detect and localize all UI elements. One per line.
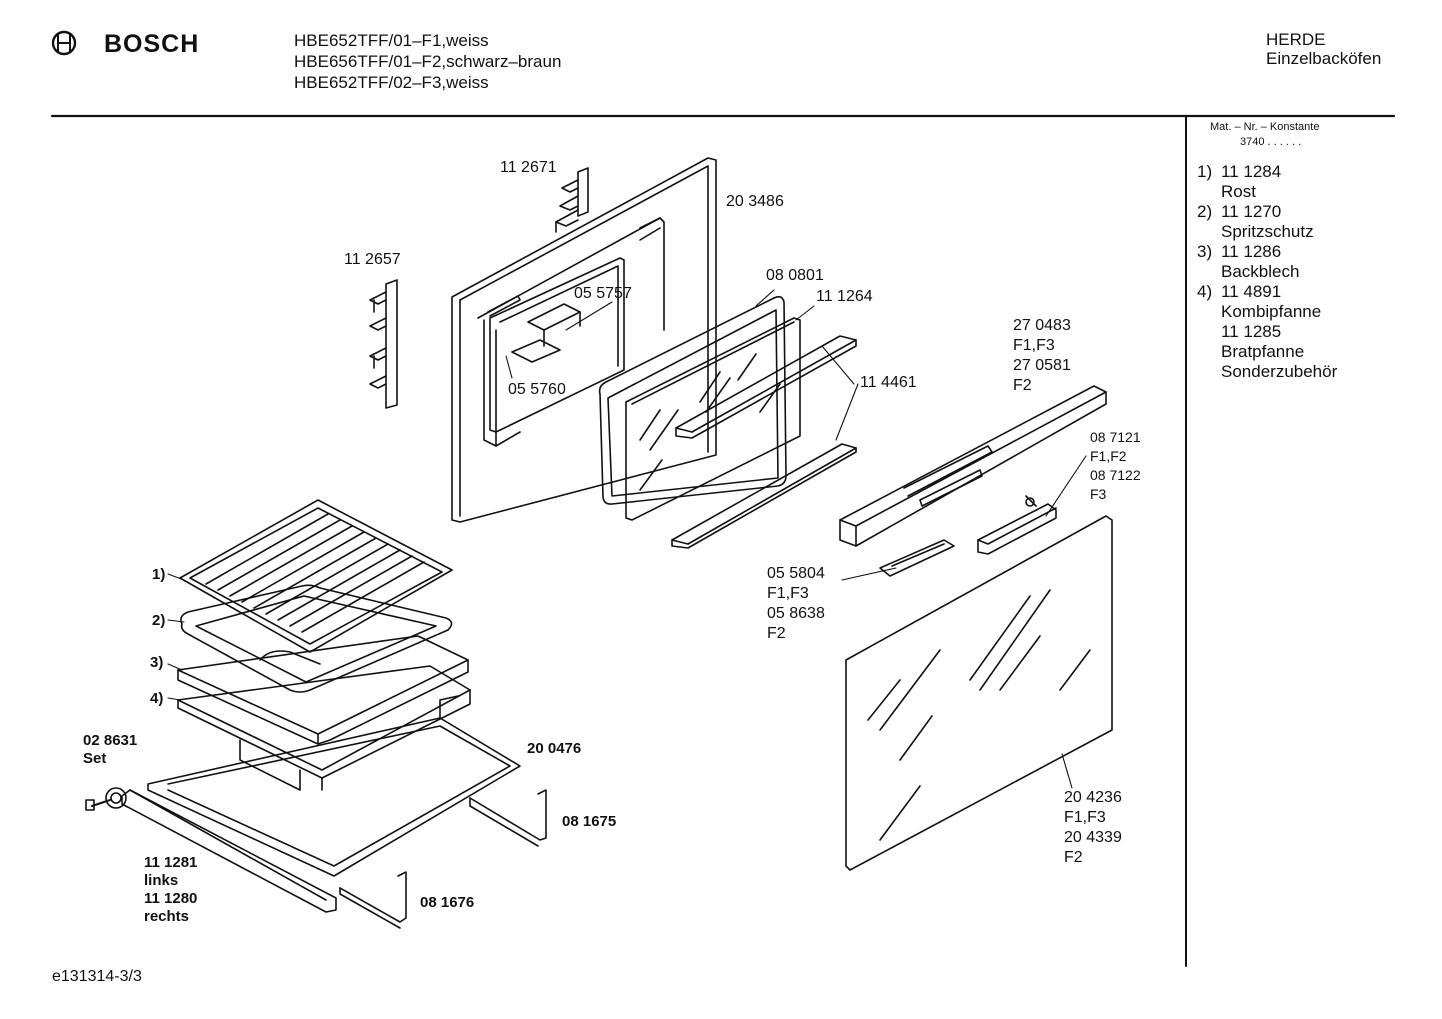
callout-2: 2) bbox=[152, 612, 166, 629]
drawing-code: e131314-3/3 bbox=[52, 968, 142, 985]
glass-pane bbox=[625, 317, 801, 521]
parts-legend: 1)11 1284 Rost 2)11 1270 Spritzschutz 3)… bbox=[1197, 162, 1337, 382]
side-rail-long bbox=[121, 789, 337, 913]
label-270483: 27 0483 F1,F3 27 0581 F2 bbox=[1013, 317, 1071, 394]
legend-item-name: Backblech bbox=[1221, 262, 1300, 281]
support-bracket-lower bbox=[339, 871, 407, 929]
label-112657: 11 2657 bbox=[344, 251, 401, 268]
label-080801: 08 0801 bbox=[766, 267, 824, 284]
konstante-value: 3740 . . . . . . bbox=[1240, 136, 1302, 148]
legend-extra: Sonderzubehör bbox=[1221, 362, 1338, 381]
glass-trim-top bbox=[675, 335, 857, 439]
legend-item-name: Kombipfanne bbox=[1221, 302, 1322, 321]
bottom-frame bbox=[147, 695, 521, 877]
side-rail-left bbox=[369, 279, 398, 409]
handle-holder bbox=[977, 495, 1057, 555]
category-title: HERDE bbox=[1266, 30, 1326, 49]
legend-item: 4)11 4891 bbox=[1197, 282, 1282, 301]
model-line: HBE656TFF/01–F2,schwarz–braun bbox=[294, 52, 562, 71]
oven-rack bbox=[179, 499, 453, 653]
category-block: HERDE Einzelbacköfen bbox=[1266, 30, 1381, 68]
label-203486: 20 3486 bbox=[726, 193, 784, 210]
label-055804: 05 5804 F1,F3 05 8638 F2 bbox=[767, 565, 825, 642]
label-081676: 08 1676 bbox=[420, 894, 475, 911]
knob-set-icon bbox=[85, 787, 127, 811]
label-200476: 20 0476 bbox=[527, 740, 582, 757]
label-111281: 11 1281 links 11 1280 rechts bbox=[144, 854, 198, 925]
label-028631: 02 8631 Set bbox=[83, 732, 138, 767]
label-081675: 08 1675 bbox=[562, 813, 617, 830]
legend-extra: Bratpfanne bbox=[1221, 342, 1305, 361]
glass-trim-bottom bbox=[671, 443, 857, 549]
label-204236: 20 4236 F1,F3 20 4339 F2 bbox=[1064, 789, 1122, 866]
leader-lines bbox=[167, 289, 1087, 789]
support-bracket-upper bbox=[469, 789, 547, 847]
konstante-label: Mat. – Nr. – Konstante bbox=[1210, 121, 1320, 133]
legend-item-name: Rost bbox=[1221, 182, 1256, 201]
legend-item: 1)11 1284 bbox=[1197, 162, 1282, 181]
callout-3: 3) bbox=[150, 654, 164, 671]
callout-4: 4) bbox=[150, 690, 164, 707]
side-rail-top bbox=[555, 167, 589, 233]
model-line: HBE652TFF/02–F3,weiss bbox=[294, 73, 489, 92]
brand-logo: BOSCH bbox=[104, 30, 200, 58]
category-subtitle: Einzelbacköfen bbox=[1266, 49, 1382, 68]
inner-panel bbox=[489, 257, 625, 433]
label-111264: 11 1264 bbox=[816, 288, 873, 305]
vent-part bbox=[879, 539, 955, 577]
model-list: HBE652TFF/01–F1,weiss HBE656TFF/01–F2,sc… bbox=[294, 30, 561, 93]
callout-1: 1) bbox=[152, 566, 166, 583]
label-087121: 08 7121 F1,F2 08 7122 F3 bbox=[1090, 429, 1141, 502]
door-handle bbox=[839, 385, 1107, 547]
label-112671: 11 2671 bbox=[500, 159, 557, 176]
model-line: HBE652TFF/01–F1,weiss bbox=[294, 31, 489, 50]
legend-item: 2)11 1270 bbox=[1197, 202, 1282, 221]
label-114461: 11 4461 bbox=[860, 374, 917, 391]
legend-item-name: Spritzschutz bbox=[1221, 222, 1314, 241]
label-055760: 05 5760 bbox=[508, 381, 566, 398]
door-frame bbox=[451, 157, 717, 523]
label-055757: 05 5757 bbox=[574, 285, 632, 302]
combi-pan bbox=[177, 665, 471, 791]
legend-item: 3)11 1286 bbox=[1197, 242, 1282, 261]
bosch-logo-icon bbox=[51, 30, 77, 56]
outer-glass bbox=[845, 515, 1113, 871]
legend-extra: 11 1285 bbox=[1221, 322, 1282, 341]
baking-tray bbox=[177, 635, 469, 745]
